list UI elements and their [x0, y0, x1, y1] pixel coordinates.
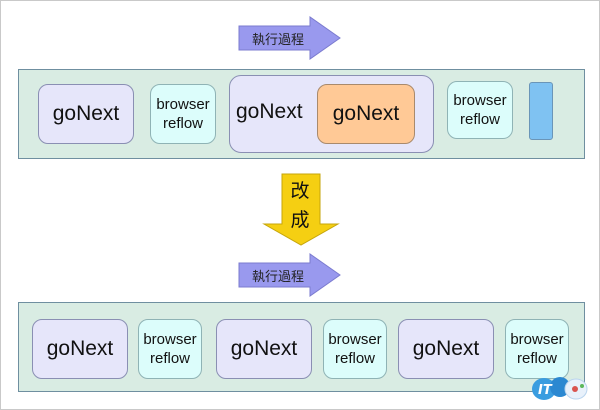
gonext-outer-label: goNext: [236, 100, 303, 123]
reflow-line2: reflow: [149, 350, 190, 367]
top-arrow-label: 執行過程: [252, 33, 305, 48]
reflow-line1: browser: [143, 331, 197, 348]
bottom-arrow-label: 執行過程: [252, 270, 305, 285]
top-gonext-1: goNext: [38, 84, 134, 144]
ithome-ironman-logo-icon: IT: [532, 377, 588, 400]
gonext-inner-label: goNext: [332, 102, 400, 125]
bottom-process-arrow: [238, 253, 341, 297]
svg-text:IT: IT: [538, 383, 553, 398]
gonext-label: goNext: [52, 102, 120, 125]
reflow-line1: browser: [453, 92, 507, 109]
reflow-line1: browser: [328, 331, 382, 348]
change-down-arrow: [262, 173, 340, 246]
top-gonext-nested-inner: goNext: [317, 84, 415, 144]
reflow-line2: reflow: [459, 111, 500, 128]
reflow-line2: reflow: [334, 350, 375, 367]
bottom-reflow-1: browser reflow: [138, 319, 202, 379]
change-label-2: 成: [290, 209, 310, 231]
bottom-gonext-1: goNext: [32, 319, 128, 379]
gonext-label: goNext: [412, 337, 480, 360]
bottom-reflow-2: browser reflow: [323, 319, 387, 379]
reflow-line1: browser: [510, 331, 564, 348]
bottom-gonext-3: goNext: [398, 319, 494, 379]
top-blue-block: [529, 82, 553, 140]
gonext-label: goNext: [46, 337, 114, 360]
reflow-line2: reflow: [516, 350, 557, 367]
reflow-line1: browser: [156, 96, 210, 113]
change-label-1: 改: [290, 180, 310, 202]
top-reflow-1: browser reflow: [150, 84, 216, 144]
top-process-arrow: [238, 16, 341, 60]
reflow-line2: reflow: [162, 115, 203, 132]
top-reflow-2: browser reflow: [447, 81, 513, 139]
bottom-reflow-3: browser reflow: [505, 319, 569, 379]
bottom-gonext-2: goNext: [216, 319, 312, 379]
gonext-label: goNext: [230, 337, 298, 360]
